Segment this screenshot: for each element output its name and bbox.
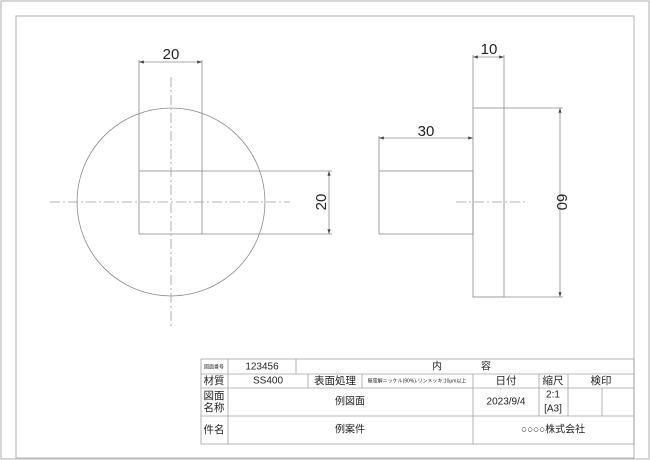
shaft-square <box>138 170 203 235</box>
drawing-name-label-1: 図面 <box>204 390 225 402</box>
inspection-label: 検印 <box>591 374 612 387</box>
title-block: 図面番号 123456 内 容 材質 SS400 表面処理 無電解ニッケル(90… <box>200 358 635 445</box>
scale-value: 2:1 <box>546 390 560 401</box>
drawing-number: 123456 <box>245 362 279 373</box>
front-view: 20 20 <box>50 46 332 328</box>
material-value: SS400 <box>253 376 283 387</box>
side-view: 10 30 60 <box>378 41 570 298</box>
dim-front-width: 20 <box>163 46 180 63</box>
surface-treatment-value: 無電解ニッケル(90%)-リンメッキ:10μm以上 <box>368 377 467 384</box>
material-label: 材質 <box>204 374 225 387</box>
dim-side-thickness: 10 <box>481 41 498 58</box>
date-label: 日付 <box>496 374 517 387</box>
project-label: 件名 <box>204 423 225 436</box>
shaft-side <box>378 170 474 235</box>
drawing-shape <box>200 358 635 445</box>
scale-label: 縮尺 <box>543 374 564 387</box>
dim-shaft-length: 30 <box>418 123 435 140</box>
company-name: ○○○○株式会社 <box>521 423 585 436</box>
paper-size: [A3] <box>544 404 562 415</box>
surface-treatment-label: 表面処理 <box>314 374 356 387</box>
dim-side-height: 60 <box>553 194 570 211</box>
flange-side <box>472 107 505 298</box>
drawing-name: 例図面 <box>335 395 365 408</box>
contents-label-1: 内 <box>432 360 442 373</box>
drawing-number-label: 図面番号 <box>204 363 224 370</box>
drawing-frame <box>15 15 635 459</box>
project-name: 例案件 <box>335 423 365 436</box>
contents-label-2: 容 <box>481 360 491 373</box>
dim-front-height: 20 <box>313 194 330 211</box>
drawing-name-label-2: 名称 <box>204 401 225 414</box>
date-value: 2023/9/4 <box>487 397 526 408</box>
